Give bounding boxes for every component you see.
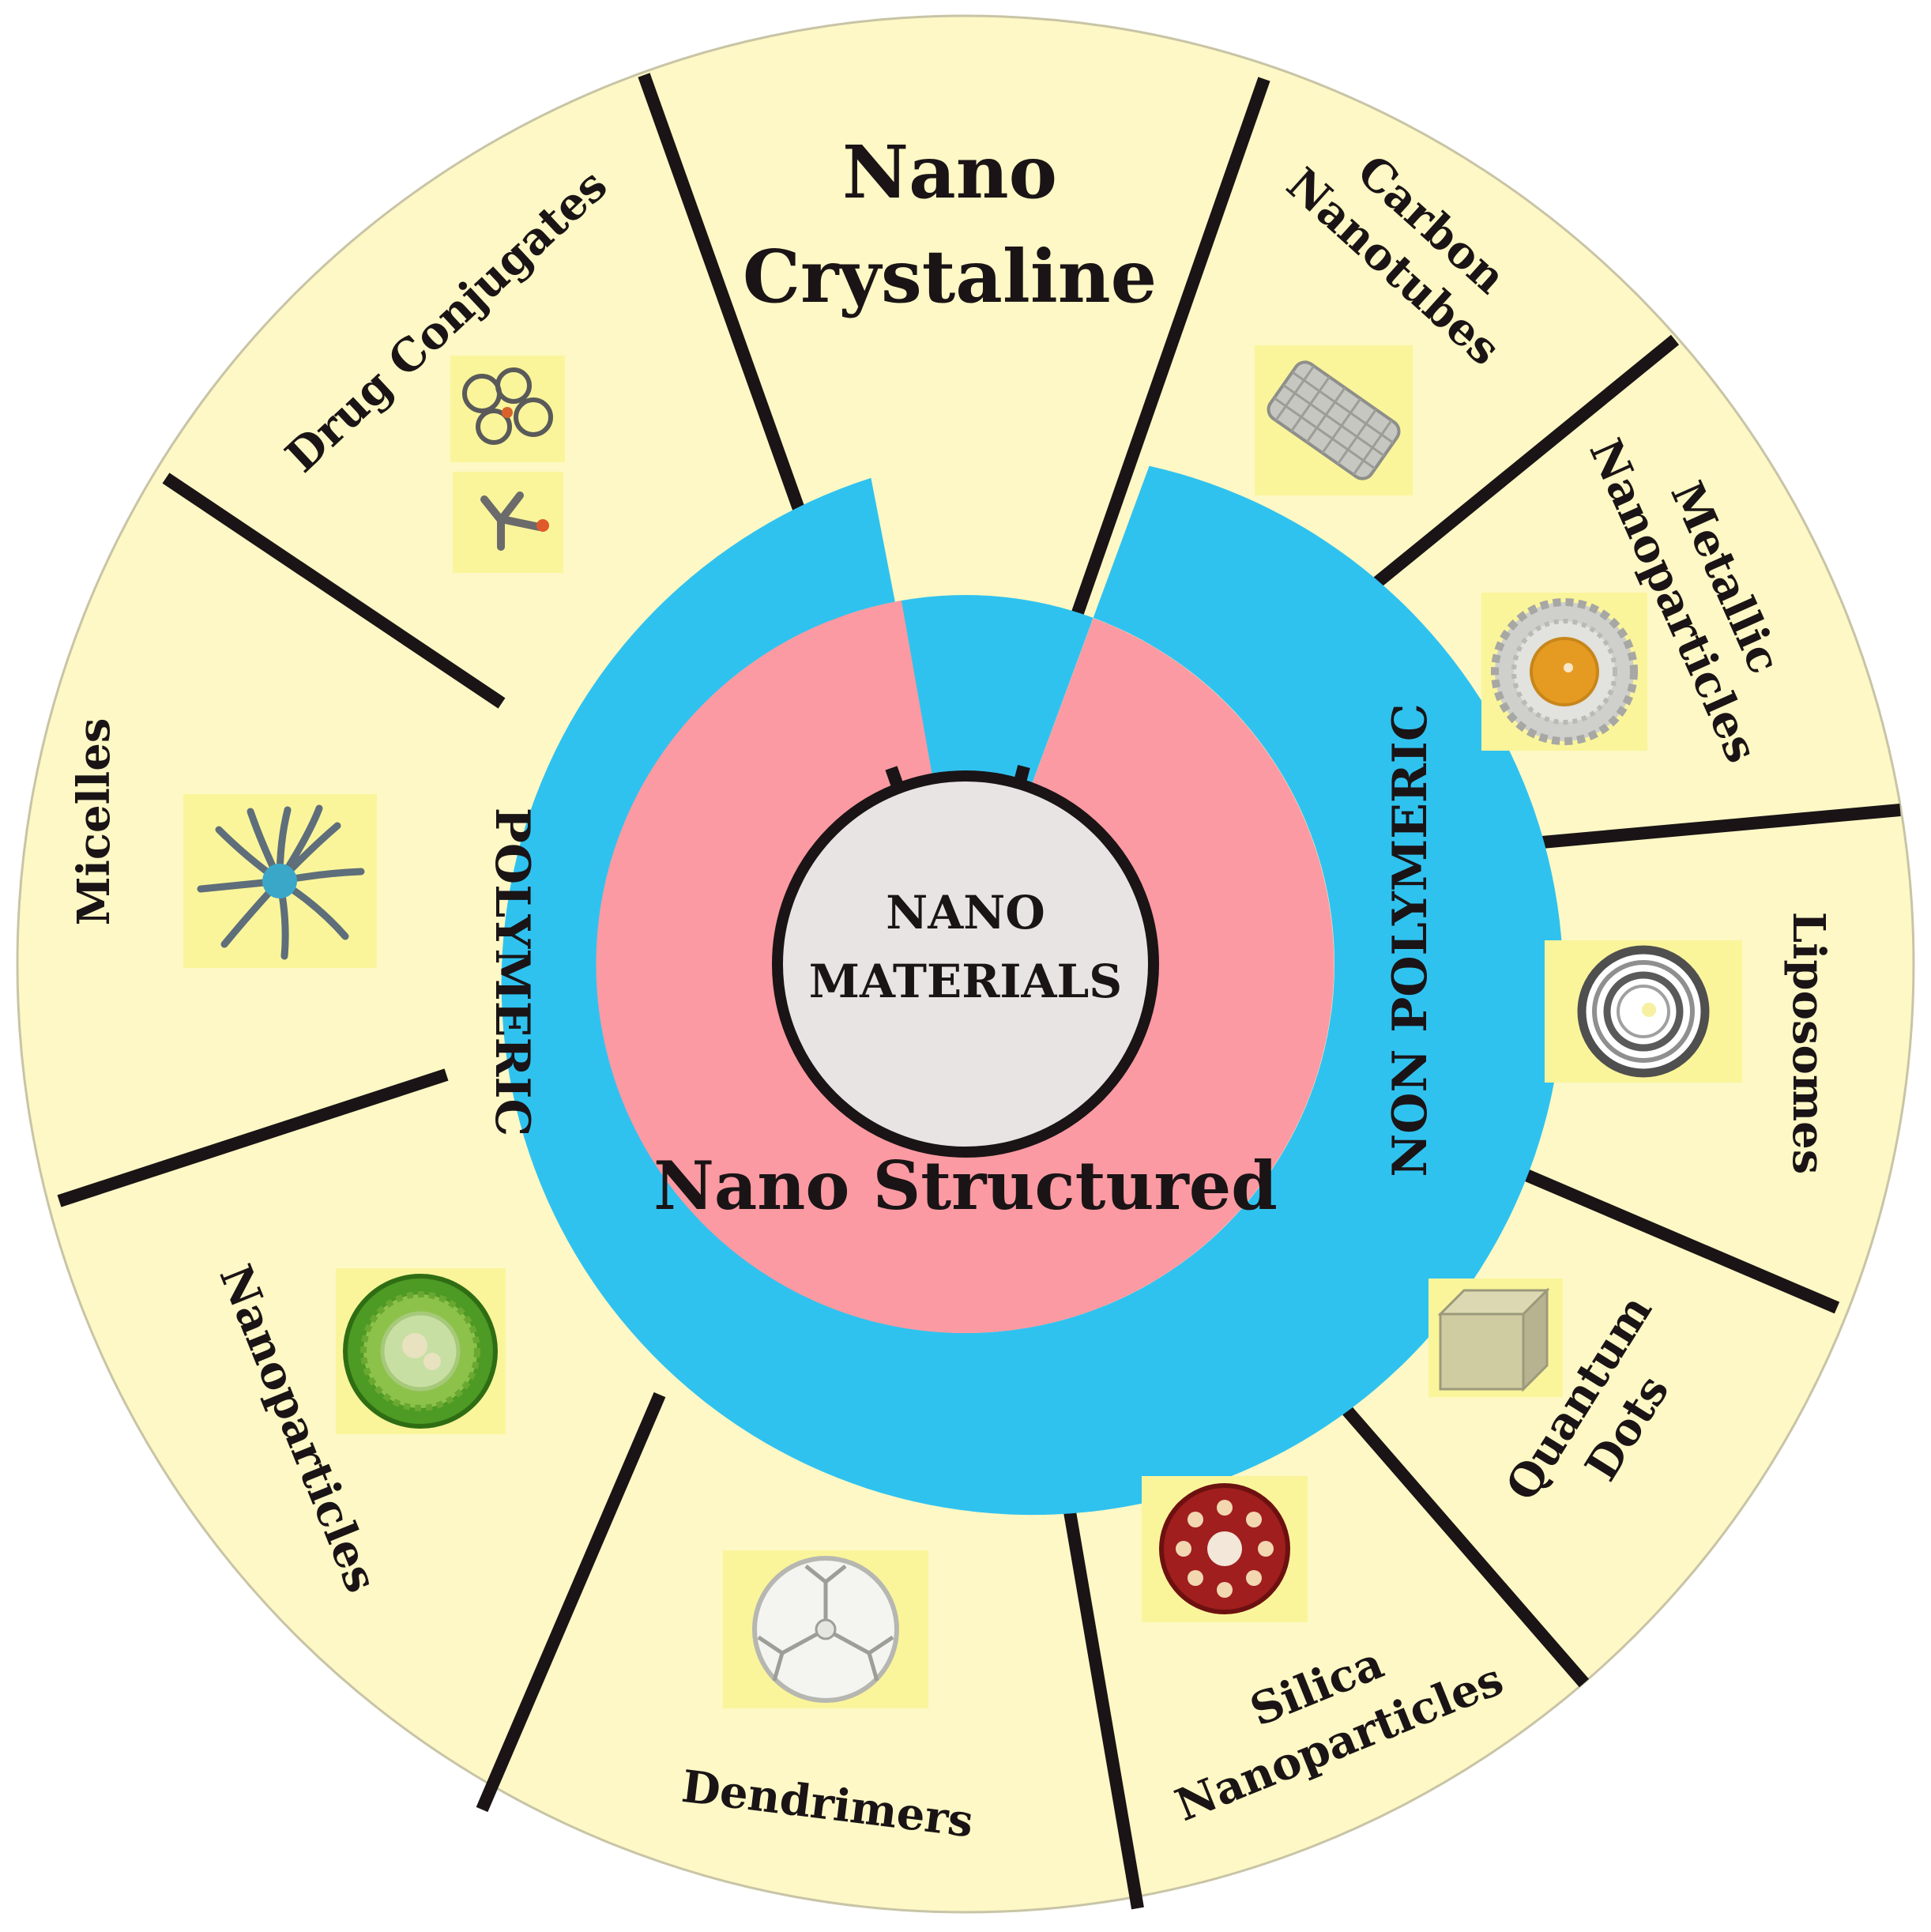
center-title-line2: MATERIALS <box>809 955 1122 1008</box>
nano-crystaline-label-line2: Crystaline <box>743 234 1157 319</box>
segment-label: Liposomes <box>1782 912 1835 1174</box>
antibody-conjugate-icon <box>453 472 563 573</box>
dendrimer-icon <box>723 1550 928 1708</box>
nano-crystaline-label-line1: Nano <box>842 130 1057 215</box>
polymeric-ring <box>501 465 1564 1516</box>
carbon-nanotube-icon <box>1255 345 1413 495</box>
micelle-icon <box>183 794 377 968</box>
core-label: Nano Structured <box>653 1147 1278 1225</box>
center-title-line1: NANO <box>886 886 1045 940</box>
drug-conjugate-icon <box>450 356 565 462</box>
segment-label: Micelles <box>68 718 120 926</box>
liposome-icon <box>1545 940 1742 1083</box>
divider-line <box>1489 804 1901 853</box>
polymeric-nanoparticle-icon <box>336 1268 506 1434</box>
quantum-dot-cube-icon <box>1428 1279 1563 1397</box>
metallic-nanoparticle-icon <box>1481 593 1647 751</box>
ring-label-non-polymeric: NON POLYMERIC <box>1383 703 1438 1177</box>
silica-nanoparticle-icon <box>1142 1476 1308 1622</box>
divider-line <box>476 1392 666 1813</box>
divider-line <box>162 473 506 709</box>
divider-line <box>57 1068 449 1207</box>
center-disc <box>772 770 1159 1158</box>
ring-label-polymeric: POLYMERIC <box>484 808 540 1136</box>
divider-line <box>1350 334 1680 606</box>
